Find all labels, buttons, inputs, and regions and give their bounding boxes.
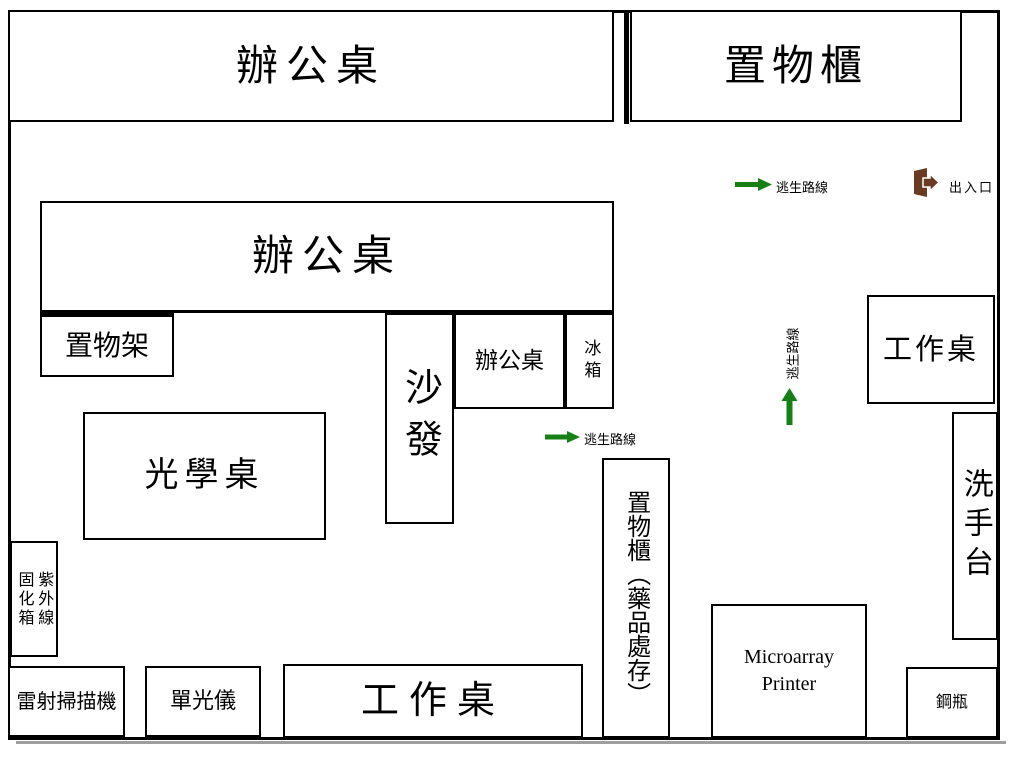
monochromator: 單光儀 [145,666,261,737]
storage-cabinet-top: 置物櫃 [630,10,962,122]
escape-route-top-label: 逃生路線 [776,181,829,196]
sofa: 沙發 [385,313,454,524]
optical-table-label: 光學桌 [144,455,265,496]
sink-label: 洗手台 [957,467,993,585]
desk-top: 辦公桌 [8,10,614,122]
wall-partition-stub [624,10,629,124]
worktable-right: 工作桌 [867,295,995,404]
escape-route-vertical-label: 逃生路線 [786,327,802,380]
escape-route-arrow-up-icon [781,388,798,425]
gas-cylinder: 鋼瓶 [906,667,998,738]
microarray-printer: Microarray Printer [711,604,867,738]
worktable-bottom: 工作桌 [283,664,583,738]
microarray-printer-line1: Microarray [744,646,834,668]
laser-scanner: 雷射掃描機 [8,666,125,737]
exit-door-icon [914,168,940,197]
microarray-printer-label: Microarray Printer [744,644,834,698]
room-shadow [16,741,1006,744]
desk-top-label: 辦公桌 [235,40,386,90]
chemical-storage-cabinet-label: 置物櫃（藥品處存） [622,490,651,706]
uv-curing-box: 固化箱 紫外線 [10,541,58,657]
desk-small-label: 辦公桌 [475,347,544,374]
gas-cylinder-label: 鋼瓶 [935,692,968,712]
laser-scanner-label: 雷射掃描機 [16,689,117,713]
chemical-storage-cabinet: 置物櫃（藥品處存） [602,458,670,738]
storage-cabinet-top-label: 置物櫃 [723,40,868,90]
uv-curing-box-columns: 固化箱 紫外線 [15,570,55,628]
microarray-printer-line2: Printer [761,673,817,695]
worktable-right-label: 工作桌 [882,332,979,367]
sink: 洗手台 [952,412,998,640]
uv-curing-box-right-column: 紫外線 [35,570,55,628]
optical-table: 光學桌 [83,412,326,540]
escape-route-arrow-middle-icon [545,431,580,443]
escape-route-arrow-right-icon [735,178,772,191]
refrigerator-label: 冰箱 [580,339,601,383]
desk-small: 辦公桌 [454,313,565,409]
monochromator-label: 單光儀 [169,688,236,714]
sofa-label: 沙發 [398,366,443,471]
desk-middle: 辦公桌 [40,201,614,313]
uv-curing-box-left-column: 固化箱 [15,570,35,628]
worktable-bottom-label: 工作桌 [360,678,505,723]
exit-label: 出入口 [949,181,995,196]
storage-shelf-label: 置物架 [64,329,149,363]
refrigerator: 冰箱 [565,313,614,409]
desk-middle-label: 辦公桌 [251,231,402,281]
escape-route-middle-label: 逃生路線 [584,433,637,448]
storage-shelf: 置物架 [40,313,174,377]
